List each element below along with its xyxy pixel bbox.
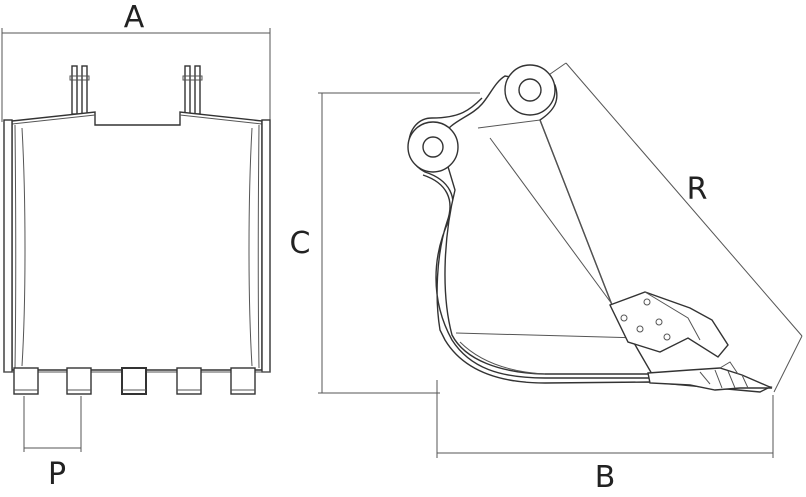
tooth <box>230 367 256 395</box>
dimension-a-label: A <box>124 0 145 35</box>
dimension-c: C <box>290 92 480 394</box>
dimension-p: P <box>23 396 82 492</box>
tooth-row <box>13 367 256 395</box>
dimension-b: B <box>436 380 774 495</box>
front-bucket-body <box>11 111 263 371</box>
side-plate-right <box>261 119 271 373</box>
tooth <box>176 367 202 395</box>
dimension-p-label: P <box>48 457 66 492</box>
lifting-lug-right <box>182 65 203 115</box>
side-tooth <box>647 361 773 391</box>
tooth <box>66 367 92 395</box>
tooth <box>121 367 147 395</box>
lifting-lug-left <box>69 65 90 115</box>
upper-pivot-boss <box>504 64 556 116</box>
side-cutter <box>609 291 729 358</box>
tooth <box>13 367 39 395</box>
side-plate-left <box>3 119 13 373</box>
dimension-a: A <box>1 0 271 122</box>
side-view: C R B <box>290 62 803 495</box>
dimension-c-label: C <box>290 226 311 261</box>
dimension-b-label: B <box>595 460 616 495</box>
front-view: A <box>1 0 271 492</box>
dimension-r-label: R <box>687 172 708 207</box>
lower-pivot-boss <box>407 121 459 173</box>
